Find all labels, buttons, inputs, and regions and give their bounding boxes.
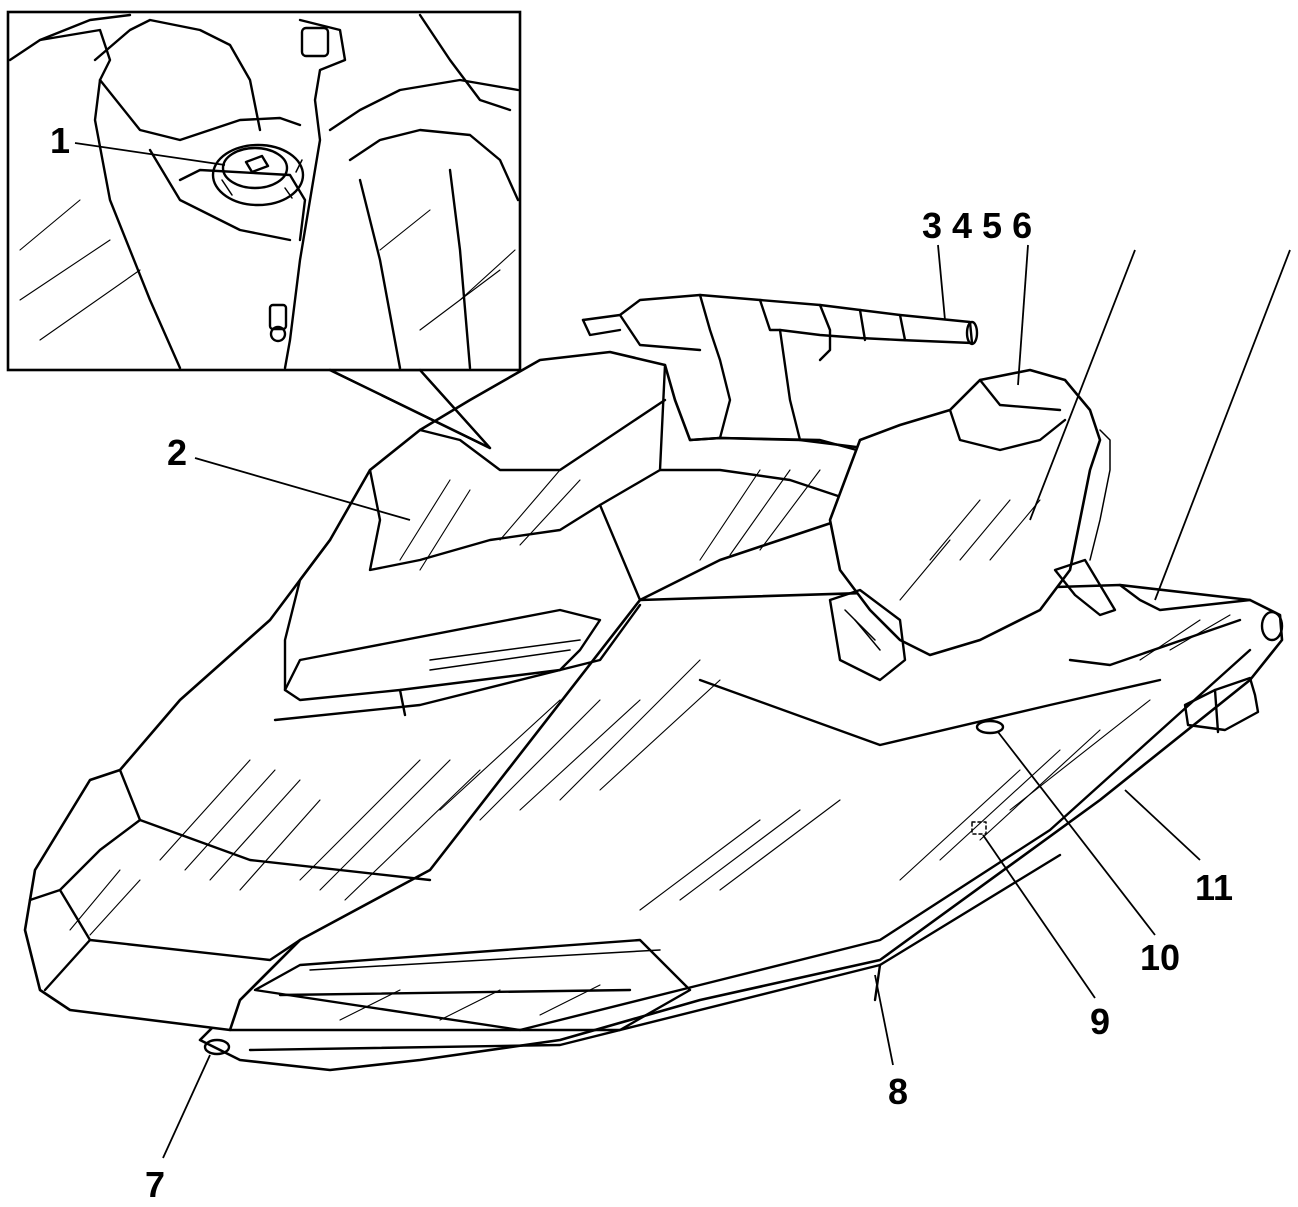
leader-6 xyxy=(1029,249,1136,521)
leader-10 xyxy=(997,731,1156,936)
callout-9: 9 xyxy=(1090,1001,1110,1042)
leader-2 xyxy=(194,457,411,521)
leader-3 xyxy=(937,244,946,321)
leader-11-top xyxy=(1154,249,1291,601)
leader-lines xyxy=(74,142,1291,1159)
leader-1 xyxy=(74,142,226,166)
callout-11: 11 xyxy=(1195,867,1233,908)
leader-9 xyxy=(982,834,1096,999)
watercraft-illustration-icon xyxy=(23,293,1284,1072)
callouts: 1 2 3 4 5 6 7 8 9 10 11 xyxy=(50,120,1233,1205)
callout-8: 8 xyxy=(888,1071,908,1112)
callout-1: 1 xyxy=(50,120,70,161)
leader-11 xyxy=(1124,789,1201,861)
leader-8 xyxy=(874,974,894,1066)
fuel-cap-closeup-icon xyxy=(6,10,522,450)
callout-2: 2 xyxy=(167,432,187,473)
leader-5 xyxy=(1017,244,1029,386)
callout-3-4-5-6: 3 4 5 6 xyxy=(922,205,1032,246)
leader-7 xyxy=(162,1054,211,1159)
callout-10: 10 xyxy=(1140,937,1180,978)
callout-7: 7 xyxy=(145,1164,165,1205)
